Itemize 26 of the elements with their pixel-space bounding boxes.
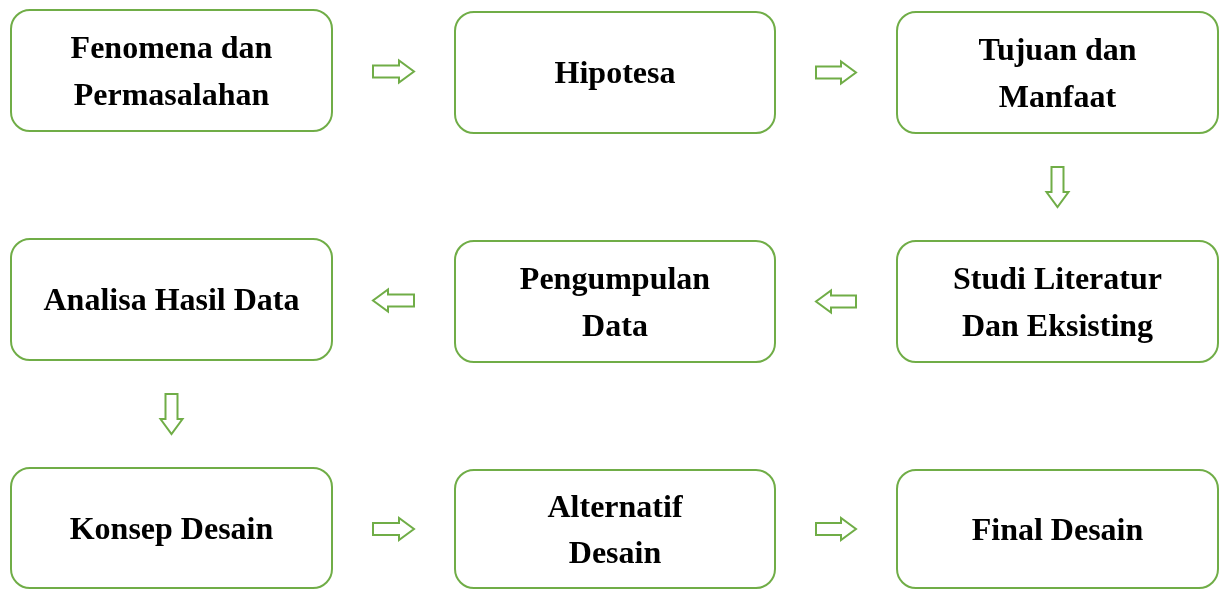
- block-arrow: [372, 516, 416, 542]
- step-label: Final Desain: [971, 509, 1144, 549]
- process-box: [454, 469, 776, 589]
- block-arrow: [815, 516, 858, 542]
- block-arrow: [372, 58, 416, 85]
- step-label: Alternatif Desain: [546, 486, 684, 572]
- process-box: [10, 238, 333, 361]
- process-box: [454, 11, 776, 134]
- process-box: [896, 469, 1219, 589]
- process-box: [896, 240, 1219, 363]
- step-label: Studi Literatur Dan Eksisting: [952, 259, 1163, 345]
- process-box: [10, 9, 333, 132]
- block-arrow: [371, 287, 415, 314]
- process-box: [896, 11, 1219, 134]
- block-arrow: [1044, 166, 1071, 209]
- process-box: [454, 240, 776, 363]
- step-label: Hipotesa: [554, 53, 676, 93]
- step-label: Tujuan dan Manfaat: [977, 30, 1138, 116]
- process-box: [10, 467, 333, 589]
- step-label: Pengumpulan Data: [518, 259, 712, 345]
- block-arrow: [815, 59, 858, 86]
- block-arrow: [158, 393, 185, 436]
- block-arrow: [814, 288, 857, 315]
- step-label: Analisa Hasil Data: [43, 280, 300, 320]
- step-label: Fenomena dan Permasalahan: [69, 28, 274, 114]
- step-label: Konsep Desain: [69, 508, 274, 548]
